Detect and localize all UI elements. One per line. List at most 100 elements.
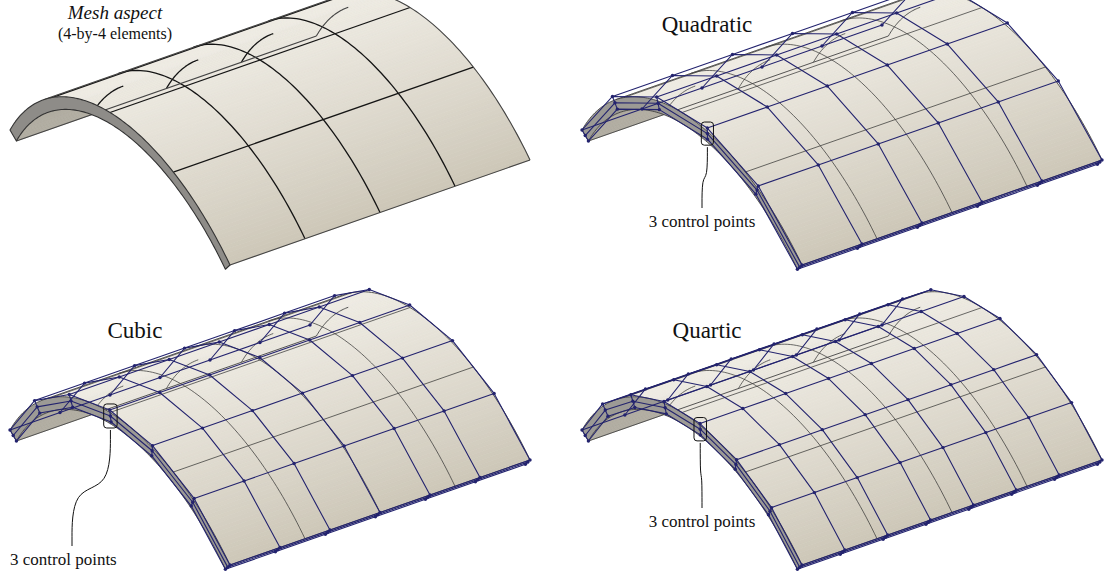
control-point	[821, 428, 824, 431]
control-point	[68, 393, 71, 396]
control-point	[663, 406, 666, 409]
control-point	[69, 399, 72, 402]
control-polygon	[60, 377, 280, 547]
control-point	[611, 95, 614, 98]
control-point	[937, 121, 940, 124]
control-point	[224, 568, 227, 571]
control-point	[666, 398, 669, 401]
control-point	[1036, 184, 1039, 187]
control-point	[308, 323, 311, 326]
control-point	[768, 509, 771, 512]
control-point	[587, 139, 590, 142]
control-point	[962, 295, 965, 298]
control-point	[583, 434, 586, 437]
control-polygon	[16, 407, 225, 569]
control-point	[424, 498, 427, 501]
control-point	[358, 321, 361, 324]
control-polygon	[588, 408, 797, 570]
control-polygon	[802, 460, 1102, 565]
control-point	[656, 102, 659, 105]
control-point	[71, 406, 74, 409]
control-point	[839, 553, 842, 556]
quartic-shell	[580, 288, 1103, 571]
control-polygon	[194, 393, 494, 498]
panel-title: Mesh aspect	[68, 2, 162, 24]
control-point	[748, 370, 751, 373]
control-point	[851, 11, 854, 14]
control-point	[218, 340, 221, 343]
control-point	[752, 368, 755, 371]
element-edge	[624, 0, 924, 98]
control-point	[758, 348, 761, 351]
shell-silhouette	[616, 0, 916, 100]
control-polygon	[153, 341, 453, 446]
control-point	[108, 393, 111, 396]
control-point	[715, 74, 718, 77]
control-point	[877, 325, 880, 328]
shell-silhouette	[230, 160, 530, 265]
control-polygon	[882, 290, 1102, 460]
control-point	[208, 373, 211, 376]
thickness-link	[612, 96, 617, 109]
control-point	[1053, 478, 1056, 481]
control-net	[8, 288, 531, 571]
shell-silhouette	[888, 7, 920, 36]
control-point	[706, 126, 709, 129]
control-point	[843, 318, 846, 321]
quadratic-shell	[580, 0, 1103, 271]
shell-silhouette	[588, 36, 888, 141]
control-point	[856, 476, 859, 479]
control-polygon	[753, 335, 973, 505]
control-point	[35, 405, 38, 408]
control-point	[998, 317, 1001, 320]
thickness-link	[110, 410, 111, 422]
control-polygon	[800, 162, 1100, 267]
control-point	[1070, 401, 1073, 404]
control-point	[108, 408, 111, 411]
control-point	[201, 426, 204, 429]
control-point	[913, 347, 916, 350]
panel-title: Quartic	[673, 318, 742, 344]
thickness-link	[69, 395, 72, 408]
control-point	[633, 406, 636, 409]
panel-subtitle: (4-by-4 elements)	[58, 25, 172, 43]
control-point	[731, 53, 734, 56]
control-polygon	[702, 54, 922, 223]
control-point	[941, 446, 944, 449]
control-point	[8, 428, 11, 431]
control-polygon	[35, 296, 335, 401]
control-point	[662, 400, 665, 403]
control-point	[801, 333, 804, 336]
shell-silhouette	[316, 7, 348, 36]
shell-silhouette	[44, 0, 344, 100]
control-point	[606, 415, 609, 418]
control-point	[301, 391, 304, 394]
callout-box	[701, 122, 713, 145]
cubic-shell	[8, 288, 531, 571]
control-point	[901, 297, 904, 300]
control-point	[929, 288, 932, 291]
control-polygon	[230, 460, 530, 565]
control-polygon	[882, 0, 1102, 160]
control-point	[796, 568, 799, 571]
control-polygon	[762, 33, 982, 202]
control-point	[826, 84, 829, 87]
control-point	[706, 137, 709, 140]
control-point	[658, 108, 661, 111]
control-polygon	[700, 319, 1000, 424]
control-point	[755, 188, 758, 191]
control-point	[997, 100, 1000, 103]
control-point	[151, 444, 154, 447]
control-point	[629, 393, 632, 396]
control-point	[791, 355, 794, 358]
control-polygon	[797, 464, 1097, 569]
leader-line	[700, 443, 702, 508]
control-net	[580, 288, 1103, 571]
callout-label: 3 control points	[649, 212, 756, 232]
control-point	[644, 387, 647, 390]
thickness-link	[603, 404, 608, 416]
leader-line	[72, 430, 110, 546]
control-point	[870, 362, 873, 365]
control-point	[734, 467, 737, 470]
control-point	[767, 513, 770, 516]
